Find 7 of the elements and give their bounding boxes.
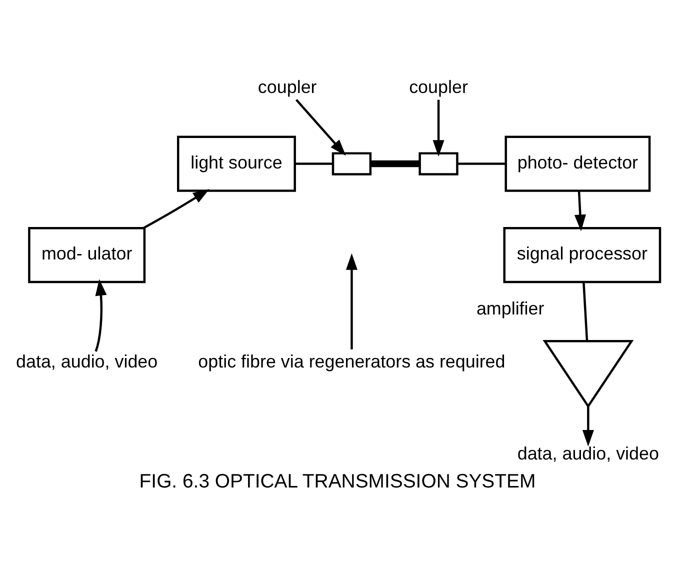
- node-text: optic fibre via regenerators as required: [198, 350, 506, 371]
- node-text: coupler: [409, 76, 468, 96]
- node-text: coupler: [258, 76, 317, 96]
- node-text: data, audio, video: [517, 443, 659, 464]
- node-text: data, audio, video: [16, 350, 158, 371]
- node-label: amplifier: [476, 298, 544, 318]
- caption: FIG. 6.3 OPTICAL TRANSMISSION SYSTEM: [139, 470, 536, 492]
